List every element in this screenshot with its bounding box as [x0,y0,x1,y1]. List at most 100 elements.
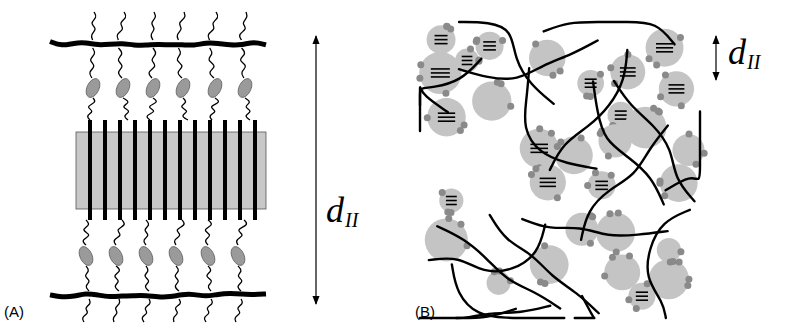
charge-mark [446,196,457,198]
anchor-group [554,194,561,201]
anchor-group [467,46,474,53]
polymer-chain [544,22,675,44]
anchor-group [608,172,615,179]
anchor-group [417,61,424,68]
spacer-chain [238,266,242,291]
anchor-group [536,125,543,132]
anchor-group [669,258,676,265]
lipid-tail [163,120,167,220]
anchor-group [498,80,505,87]
anchor-group [606,210,613,217]
charge-mark [615,110,627,112]
dimension-symbol: d [326,192,344,228]
lipid-tail [88,120,92,220]
charge-mark [636,299,648,301]
anchor-group [76,244,95,267]
charge-mark [431,68,450,70]
anchor-group [507,103,514,110]
anchor-group [646,55,653,62]
dimension-subscript: II [747,52,760,72]
spacer-chain [147,98,156,120]
anchor-group [613,248,620,255]
free-chain [92,12,96,40]
polymer-chain [420,87,448,131]
free-chain [208,12,218,40]
spacer-chain [241,48,246,78]
spacer-chain [115,266,120,291]
anchor-group [633,305,640,312]
charge-mark [615,114,627,116]
charge-mark [620,67,636,69]
anchor-group [557,67,564,74]
lipid-tail [223,120,227,220]
spacer-chain [83,220,89,245]
charge-mark [446,204,457,206]
anchor-group [173,76,192,99]
polymer-chain [581,126,668,240]
anchor-group [83,76,102,99]
anchor-group [684,282,691,289]
free-chain [142,299,150,322]
anchor-group [532,165,539,172]
panel-label: (B) [415,304,435,319]
anchor-group [692,161,699,168]
anchor-group [592,169,599,176]
spacer-chain [182,98,188,120]
anchor-group [143,76,162,99]
micelle [487,271,511,295]
charge-mark [435,35,448,37]
anchor-group [677,248,684,255]
polymer-chain [525,68,597,168]
dimension-arrow [715,36,716,80]
micelle [657,238,681,262]
charge-mark [462,56,473,58]
micelle [476,32,504,60]
charge-mark [446,200,457,202]
charge-mark [585,82,597,84]
anchor-group [650,105,657,112]
spacer-chain [88,98,95,120]
anchor-group [578,134,585,141]
charge-mark [668,92,684,94]
lipid-tail [193,120,197,220]
spacer-chain [86,266,89,291]
anchor-group [532,40,539,47]
charge-mark [636,291,648,293]
charge-mark [620,75,636,77]
anchor-group [625,296,632,303]
free-chain [204,299,212,322]
spacer-chain [90,48,95,78]
spacer-chain [210,98,218,120]
anchor-group [416,75,423,82]
micelle [659,71,694,106]
anchor-group [461,121,468,128]
micelle [577,70,604,97]
spacer-chain [145,266,149,291]
anchor-group [657,93,664,100]
anchor-group [605,153,612,160]
spacer-chain [237,220,247,245]
panel-label: (A) [4,304,24,319]
anchor-group [528,171,535,178]
charge-mark [483,45,496,47]
spacer-chain [144,220,149,245]
charge-mark [540,186,556,188]
free-chain [173,299,180,322]
anchor-group [541,242,548,249]
charge-mark [438,116,455,118]
micelle [472,81,511,120]
polymer-backbone [50,42,266,46]
lipid-tail [253,120,257,220]
spacer-chain [123,98,129,120]
spacer-chain [149,48,155,78]
charge-mark [595,181,608,183]
micelle [427,98,466,137]
lipid-tail [148,120,152,220]
anchor-group [677,34,684,41]
charge-mark [483,49,496,51]
charge-mark [656,47,673,49]
lipid-tail [133,120,137,220]
anchor-group [601,273,608,280]
